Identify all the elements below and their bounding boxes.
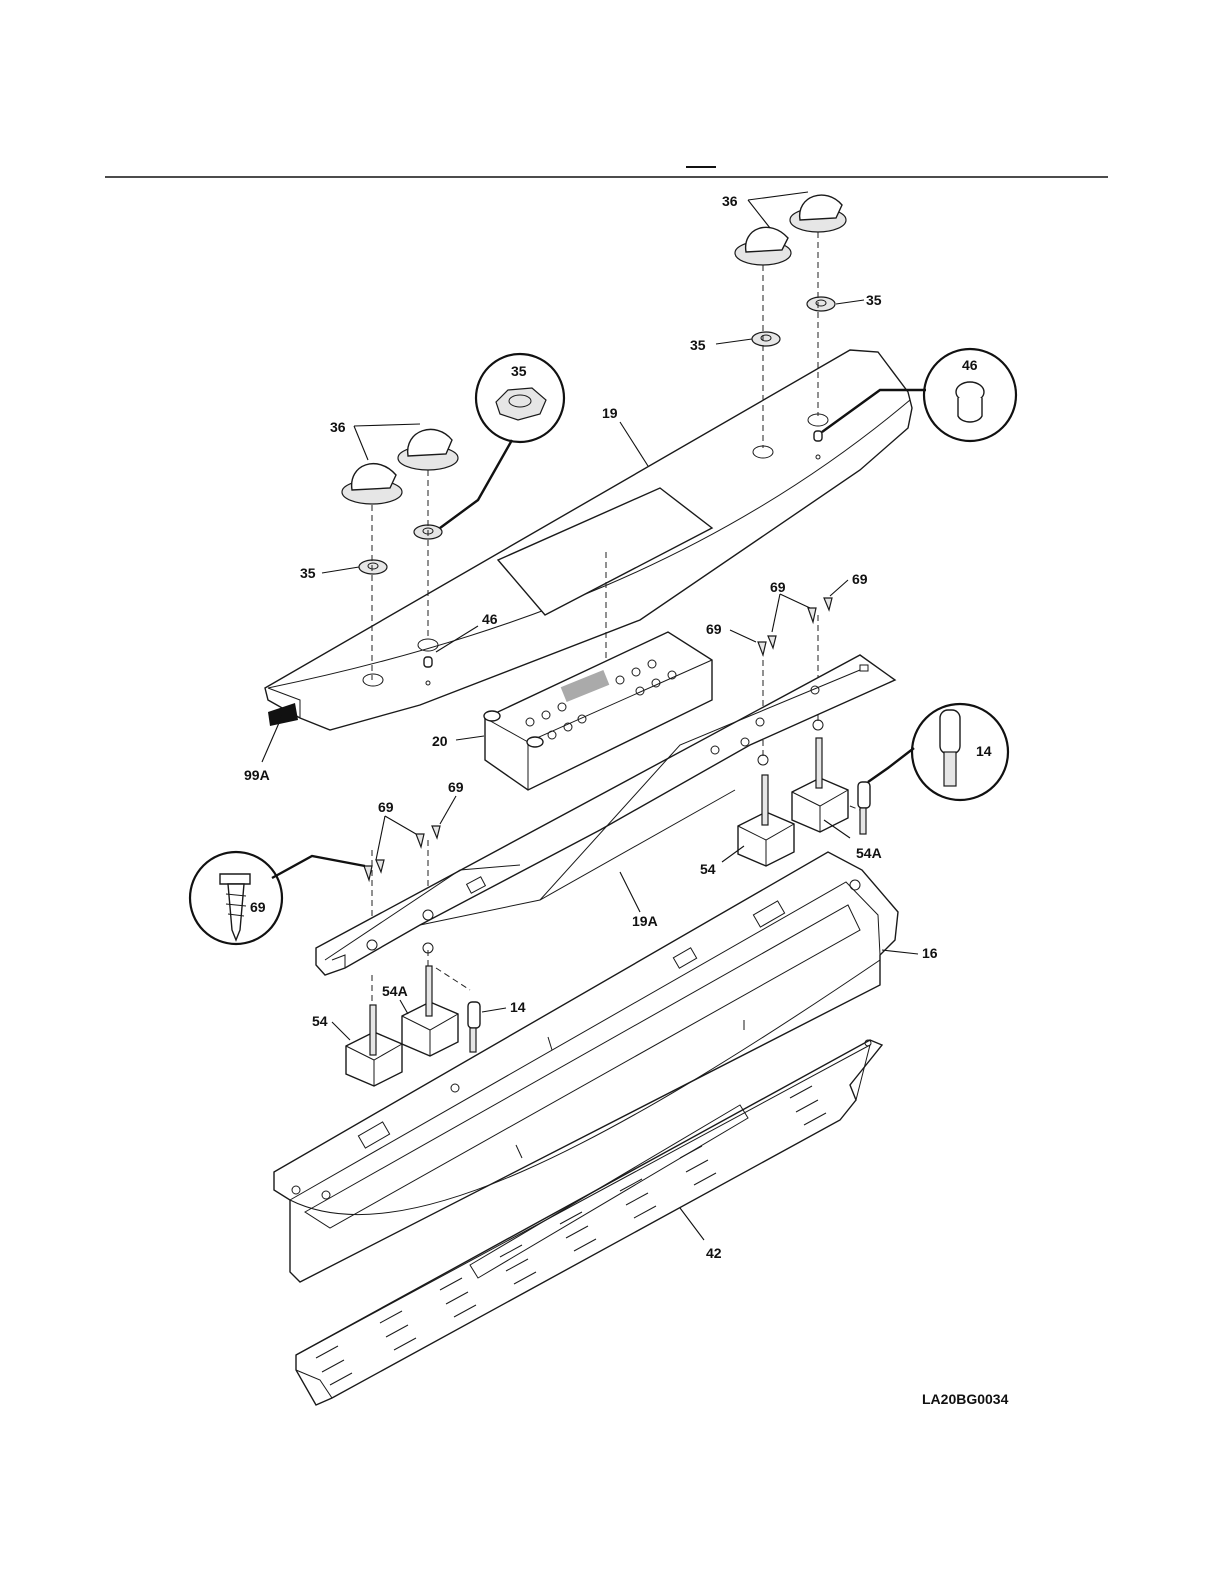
label-19: 19 bbox=[602, 405, 618, 421]
indicator-46-right bbox=[814, 431, 822, 441]
callout-69-screw bbox=[190, 852, 365, 944]
switch-54A-right bbox=[792, 738, 848, 832]
switch-54-left bbox=[346, 1005, 402, 1086]
label-54-right: 54 bbox=[700, 861, 716, 877]
label-46-callout: 46 bbox=[962, 357, 978, 373]
indicator-46-left bbox=[424, 657, 432, 667]
washer-35-right-back bbox=[807, 297, 835, 311]
washer-35-left-front bbox=[359, 560, 387, 574]
label-36-left: 36 bbox=[330, 419, 346, 435]
drawing-code: LA20BG0034 bbox=[922, 1391, 1009, 1407]
knob-36-right-back bbox=[790, 195, 846, 232]
washer-35-right-front bbox=[752, 332, 780, 346]
label-69-top-c: 69 bbox=[706, 621, 722, 637]
label-54-left: 54 bbox=[312, 1013, 328, 1029]
label-20: 20 bbox=[432, 733, 448, 749]
label-69-left-b: 69 bbox=[448, 779, 464, 795]
label-69-left-a: 69 bbox=[378, 799, 394, 815]
label-35-right-mid: 35 bbox=[690, 337, 706, 353]
label-36-right: 36 bbox=[722, 193, 738, 209]
knob-36-right-front bbox=[735, 227, 791, 265]
label-35-right-top: 35 bbox=[866, 292, 882, 308]
lamp-14-left bbox=[468, 1002, 480, 1052]
label-54A-right: 54A bbox=[856, 845, 882, 861]
label-35-left: 35 bbox=[300, 565, 316, 581]
label-14-left: 14 bbox=[510, 999, 526, 1015]
label-35-callout: 35 bbox=[511, 363, 527, 379]
label-69-top-a: 69 bbox=[770, 579, 786, 595]
label-16: 16 bbox=[922, 945, 938, 961]
label-19A: 19A bbox=[632, 913, 658, 929]
label-46-left: 46 bbox=[482, 611, 498, 627]
label-69-callout: 69 bbox=[250, 899, 266, 915]
label-54A-left: 54A bbox=[382, 983, 408, 999]
label-69-top-b: 69 bbox=[852, 571, 868, 587]
label-99A: 99A bbox=[244, 767, 270, 783]
label-14-callout: 14 bbox=[976, 743, 992, 759]
callout-35-washer bbox=[440, 354, 564, 528]
knob-36-left-front bbox=[342, 464, 402, 504]
label-42: 42 bbox=[706, 1245, 722, 1261]
switch-54-right bbox=[738, 775, 794, 866]
switch-54A-left bbox=[402, 966, 458, 1056]
header-rule bbox=[105, 167, 1108, 177]
knob-36-left-back bbox=[398, 429, 458, 470]
lamp-14-right bbox=[858, 782, 870, 834]
